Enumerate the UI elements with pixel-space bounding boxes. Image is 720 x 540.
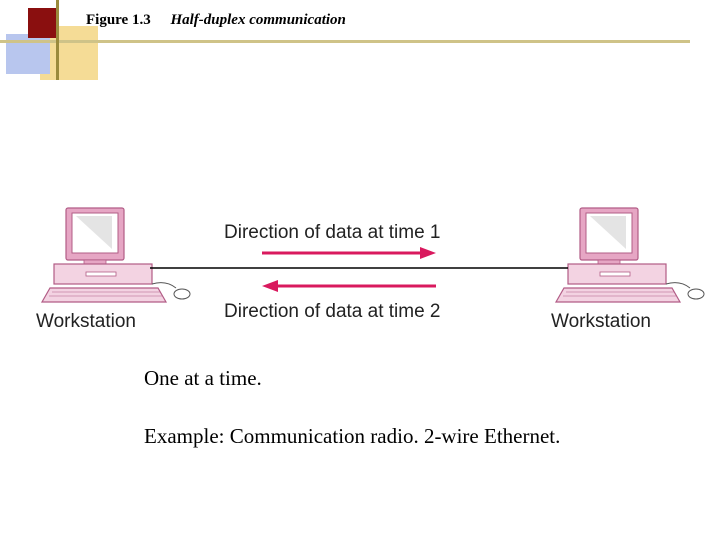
right-workstation-icon — [555, 207, 705, 303]
arrow-time-1 — [262, 247, 436, 259]
arrow-bottom-label: Direction of data at time 2 — [224, 301, 441, 322]
figure-number: Figure 1.3 — [86, 12, 151, 28]
figure-caption: Half-duplex communication — [170, 12, 346, 28]
template-vertical-rule — [56, 0, 59, 80]
figure-title: Figure 1.3 Half-duplex communication — [86, 12, 346, 29]
arrow-top-label: Direction of data at time 1 — [224, 222, 441, 243]
title-underline — [0, 40, 690, 43]
body-line-one: One at a time. — [144, 366, 262, 390]
arrow-time-2 — [262, 280, 436, 292]
body-line-example: Example: Communication radio. 2-wire Eth… — [144, 424, 561, 448]
template-decoration-red — [28, 8, 56, 38]
left-workstation-icon — [41, 207, 191, 303]
right-workstation-label: Workstation — [551, 311, 651, 332]
left-workstation-label: Workstation — [36, 311, 136, 332]
